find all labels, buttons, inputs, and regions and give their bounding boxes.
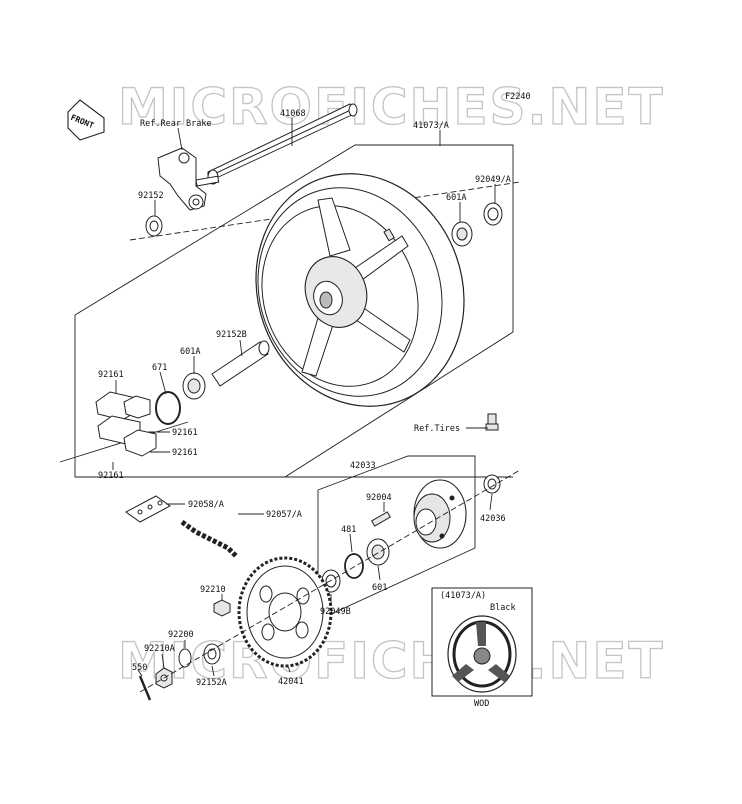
label-92210a: 92210A	[144, 644, 175, 654]
collar-42036	[483, 474, 501, 494]
drive-chain	[180, 519, 238, 558]
label-41068: 41068	[280, 109, 306, 119]
label-92161-mid: 92161	[172, 428, 198, 438]
circlip-481	[344, 553, 364, 579]
label-481: 481	[341, 525, 356, 535]
label-ref-tires: Ref.Tires	[414, 424, 460, 434]
label-92161-bottom: 92161	[98, 471, 124, 481]
rear-brake-bracket	[157, 147, 220, 211]
damper-rubbers	[95, 391, 157, 457]
label-92210: 92210	[200, 585, 226, 595]
front-arrow-icon: FRONT	[67, 99, 105, 141]
label-601a-mid: 601A	[180, 347, 200, 357]
assembly-outline	[74, 144, 514, 478]
diagram-code: F2240	[505, 92, 531, 102]
axle-centerline	[129, 181, 521, 241]
label-601: 601	[372, 583, 387, 593]
nut-92210	[213, 599, 231, 617]
label-92161-low: 92161	[172, 448, 198, 458]
label-41073a: 41073/A	[413, 121, 449, 131]
inset-color: Black	[490, 603, 516, 613]
label-92058a: 92058/A	[188, 500, 224, 510]
inset-caption: WOD	[474, 699, 489, 709]
collar-92152a	[203, 643, 221, 665]
label-92049a: 92049/A	[475, 175, 511, 185]
chain-joint	[125, 495, 171, 523]
label-42036: 42036	[480, 514, 506, 524]
label-92200: 92200	[168, 630, 194, 640]
bearing-601a-mid	[182, 372, 206, 400]
stud-92004	[371, 511, 391, 527]
collar-92152	[145, 215, 163, 237]
sprocket-coupling	[413, 479, 467, 549]
o-ring-671	[155, 391, 181, 425]
tire-valve-icon	[485, 413, 499, 431]
label-92004: 92004	[366, 493, 392, 503]
washer-92200	[178, 648, 192, 668]
rear-sprocket	[237, 556, 333, 668]
label-550: 550	[132, 663, 147, 673]
label-92161-top: 92161	[98, 370, 124, 380]
inset-title: (41073/A)	[440, 591, 486, 601]
oil-seal-92049a	[483, 202, 503, 226]
lower-centerline	[139, 469, 521, 693]
label-42041: 42041	[278, 677, 304, 687]
rear-wheel	[255, 173, 465, 407]
label-92152b: 92152B	[216, 330, 247, 340]
label-92049b: 92049B	[320, 607, 351, 617]
inset-wheel-icon	[447, 615, 517, 693]
label-92152a: 92152A	[196, 678, 227, 688]
bearing-601	[366, 538, 390, 566]
label-92152: 92152	[138, 191, 164, 201]
leader-lines	[112, 118, 496, 677]
bearing-601a-top	[451, 221, 473, 247]
collar-92152b	[211, 340, 270, 387]
label-92057a: 92057/A	[266, 510, 302, 520]
label-671: 671	[152, 363, 167, 373]
cotter-pin-550	[138, 675, 152, 701]
label-601a-top: 601A	[446, 193, 466, 203]
label-42033: 42033	[350, 461, 376, 471]
label-ref-rear-brake: Ref.Rear Brake	[140, 119, 212, 129]
watermark-top: MICROFICHES.NET	[118, 78, 665, 136]
